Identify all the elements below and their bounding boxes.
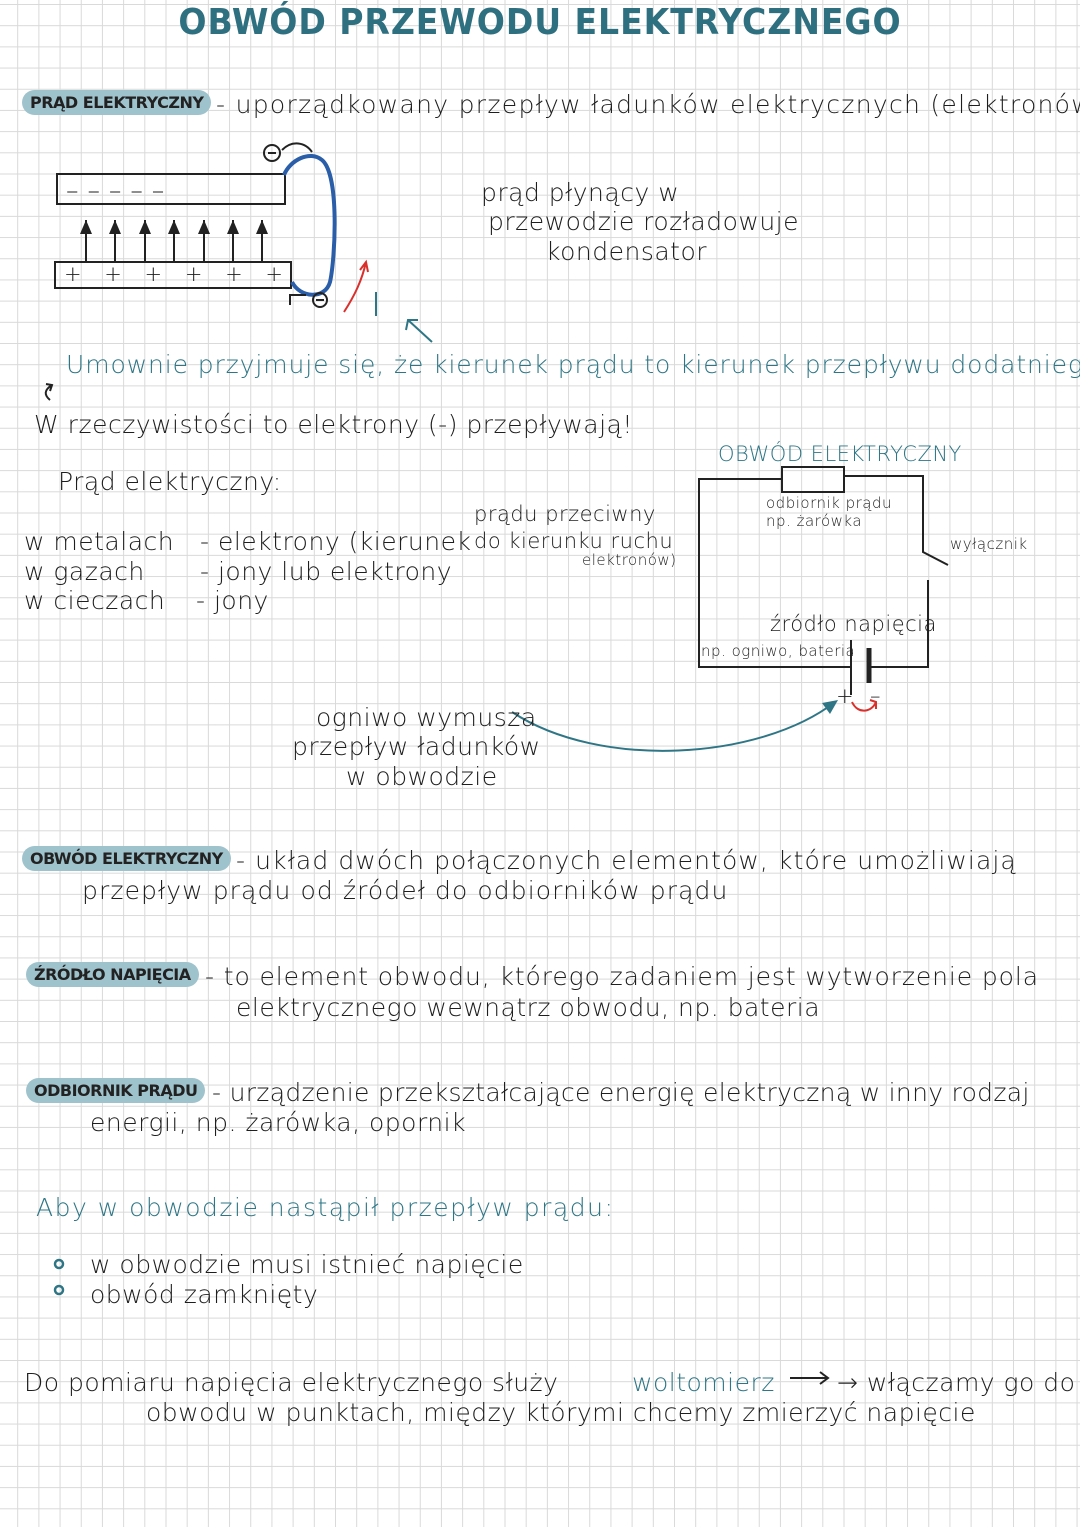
medium-liquids: w cieczach [24, 586, 166, 615]
reality-text: W rzeczywistości to elektrony (-) przepł… [34, 410, 633, 439]
tag-circuit: OBWÓD ELEKTRYCZNY [22, 846, 231, 871]
cell-note-2: przepływ ładunków [292, 732, 541, 761]
carrier-metals: - elektrony (kierunek [200, 527, 472, 556]
voltmeter-text-before: Do pomiaru napięcia elektrycznego służy [24, 1368, 559, 1397]
cell-note-3: w obwodzie [346, 762, 498, 791]
medium-metals: w metalach [24, 527, 175, 556]
load-definition-2: energii, np. żarówka, opornik [90, 1108, 467, 1137]
carrier-liquids: - jony [196, 586, 269, 615]
medium-gases: w gazach [24, 557, 145, 586]
conditions-heading: Aby w obwodzie nastąpił przepływ prądu: [36, 1193, 615, 1222]
condition-closed: obwód zamknięty [90, 1280, 319, 1309]
bullet-icon [53, 1284, 65, 1296]
capacitor-minus: – – – – – [66, 176, 165, 205]
cell-note-1: ogniwo wymusza [316, 703, 537, 732]
source-example: np. ogniwo, bateria [701, 642, 856, 660]
voltmeter-word: woltomierz [632, 1368, 775, 1397]
carrier-gases: - jony lub elektrony [200, 557, 453, 586]
tag-voltage-source: ŹRÓDŁO NAPIĘCIA [26, 962, 199, 987]
capacitor-diagram [44, 142, 433, 401]
plus-sign: + [836, 684, 855, 708]
negative-plate [56, 173, 286, 205]
direction-note-2: do kierunku ruchu [474, 529, 674, 553]
convention-text: Umownie przyjmuje się, że kierunek prądu… [66, 350, 1080, 379]
direction-note-1: prądu przeciwny [474, 502, 656, 526]
load-label: odbiornik prądu [766, 494, 893, 512]
direction-note-3: elektronów) [582, 551, 677, 569]
capacitor-plus: + + + + + + [64, 262, 291, 286]
voltmeter-text-line2: obwodu w punktach, między którymi chcemy… [146, 1398, 976, 1427]
tag-current: PRĄD ELEKTRYCZNY [22, 90, 212, 115]
capacitor-note-2: przewodzie rozładowuje [488, 207, 800, 236]
bullets [53, 1258, 65, 1296]
circuit-diagram [511, 466, 949, 1385]
source-definition-2: elektrycznego wewnątrz obwodu, np. bater… [236, 993, 821, 1022]
page-title: OBWÓD PRZEWODU ELEKTRYCZNEGO [178, 2, 902, 43]
circuit-definition-1: - układ dwóch połączonych elementów, któ… [236, 846, 1017, 875]
capacitor-note-3: kondensator [546, 237, 708, 266]
condition-voltage: w obwodzie musi istnieć napięcie [90, 1250, 524, 1279]
current-definition: - uporządkowany przepływ ładunków elektr… [216, 90, 1080, 119]
switch [844, 475, 949, 566]
bullet-icon [53, 1258, 65, 1270]
tag-load: ODBIORNIK PRĄDU [26, 1078, 206, 1103]
circuit-title: OBWÓD ELEKTRYCZNY [718, 442, 962, 466]
voltmeter-text-after: → włączamy go do [837, 1368, 1076, 1397]
load-example: np. żarówka [766, 512, 863, 530]
capacitor-note-1: prąd płynący w [481, 178, 680, 207]
source-label: źródło napięcia [770, 612, 937, 636]
minus-sign: – [870, 684, 881, 708]
load-definition-1: - urządzenie przekształcające energię el… [212, 1078, 1030, 1107]
load-resistor [781, 466, 845, 493]
source-definition-1: - to element obwodu, którego zadaniem je… [205, 962, 1039, 991]
types-heading: Prąd elektryczny: [58, 467, 282, 496]
switch-label: wyłącznik [950, 535, 1028, 553]
circuit-definition-2: przepływ prądu od źródeł do odbiorników … [82, 876, 729, 905]
